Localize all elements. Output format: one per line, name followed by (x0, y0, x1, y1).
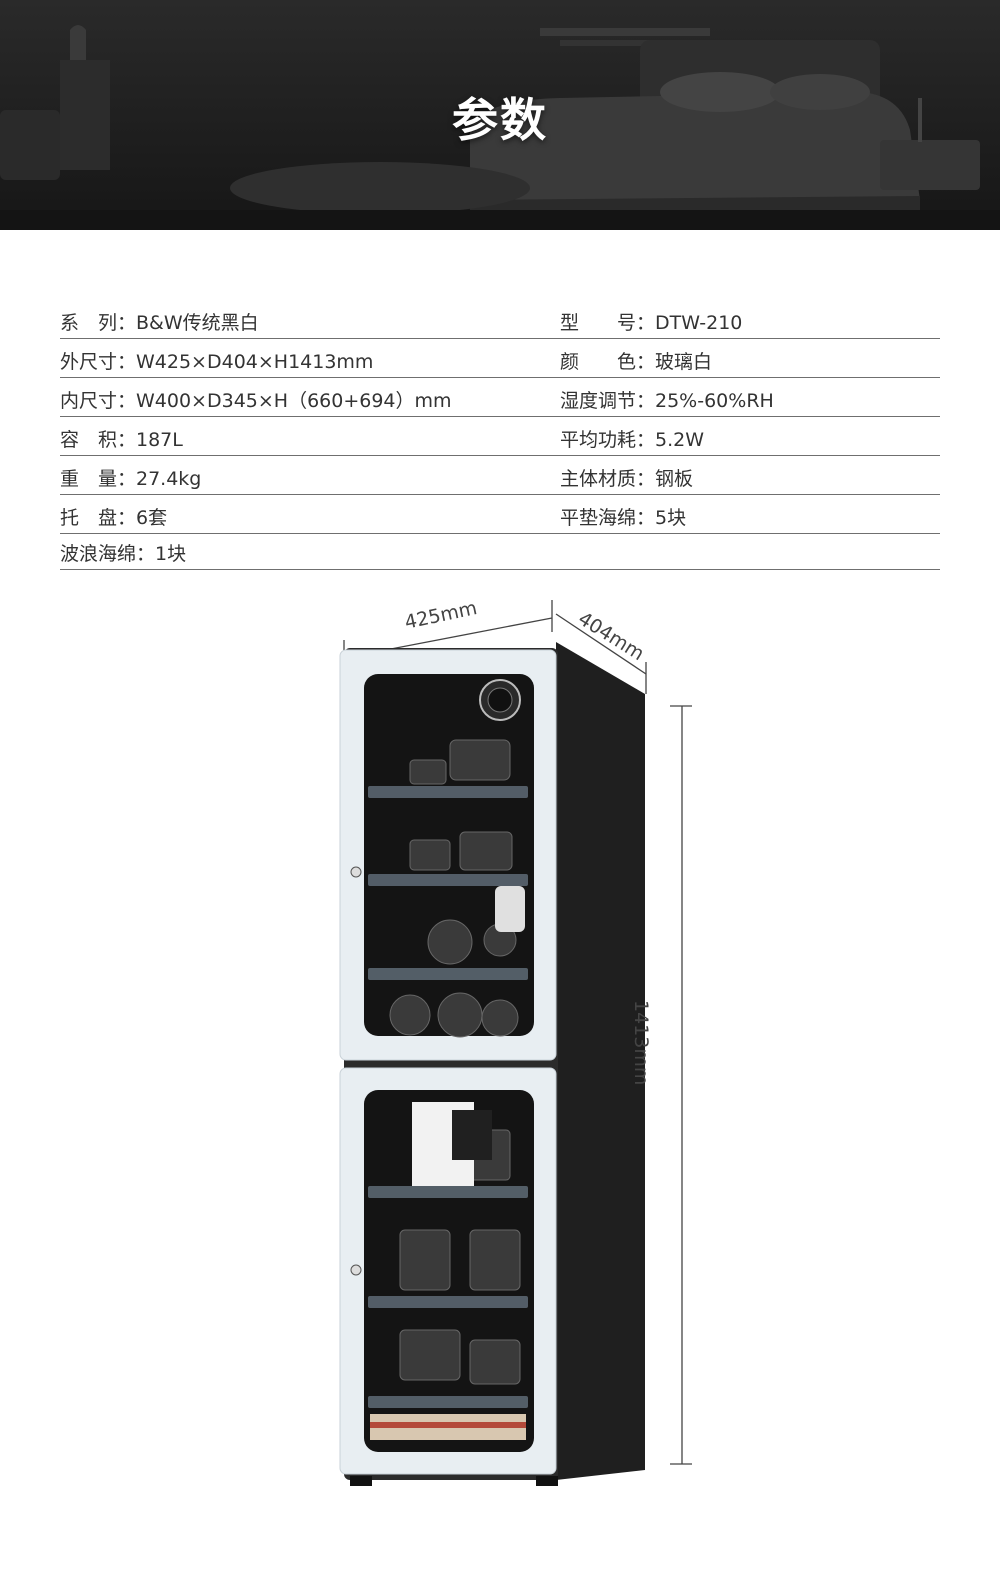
height-dimension-label: 1413mm (630, 1000, 652, 1086)
spec-weight: 重 量：27.4kg (60, 468, 202, 490)
spec-outer-size: 外尺寸：W425×D404×H1413mm (60, 351, 374, 373)
bedroom-background-image (0, 25, 1000, 230)
page-title: 参数 (452, 93, 548, 147)
product-dimension-figure: 425mm 404mm 1413mm (300, 590, 720, 1550)
spec-row: 波浪海绵：1块 (60, 534, 940, 570)
spec-model: 型 号：DTW-210 (560, 312, 743, 334)
spec-row: 系 列：B&W传统黑白 型 号：DTW-210 (60, 300, 940, 339)
spec-row: 重 量：27.4kg 主体材质：钢板 (60, 456, 940, 495)
spec-trays: 托 盘：6套 (60, 507, 168, 529)
spec-material: 主体材质：钢板 (560, 468, 694, 490)
spec-row: 容 积：187L 平均功耗：5.2W (60, 417, 940, 456)
spec-color: 颜 色：玻璃白 (560, 351, 713, 373)
spec-wave-sponge: 波浪海绵：1块 (60, 543, 187, 565)
spec-volume: 容 积：187L (60, 429, 183, 451)
spec-power: 平均功耗：5.2W (560, 429, 705, 451)
dry-cabinet-illustration (339, 600, 692, 1486)
spec-table: 系 列：B&W传统黑白 型 号：DTW-210 外尺寸：W425×D404×H1… (60, 300, 940, 570)
spec-row: 内尺寸：W400×D345×H（660+694）mm 湿度调节：25%-60%R… (60, 378, 940, 417)
spec-row: 外尺寸：W425×D404×H1413mm 颜 色：玻璃白 (60, 339, 940, 378)
spec-humidity-range: 湿度调节：25%-60%RH (560, 390, 774, 412)
spec-flat-sponge: 平垫海绵：5块 (560, 507, 687, 529)
spec-row: 托 盘：6套 平垫海绵：5块 (60, 495, 940, 534)
header-banner: 参数 (0, 0, 1000, 230)
spec-series: 系 列：B&W传统黑白 (60, 312, 259, 334)
spec-inner-size: 内尺寸：W400×D345×H（660+694）mm (60, 390, 452, 412)
